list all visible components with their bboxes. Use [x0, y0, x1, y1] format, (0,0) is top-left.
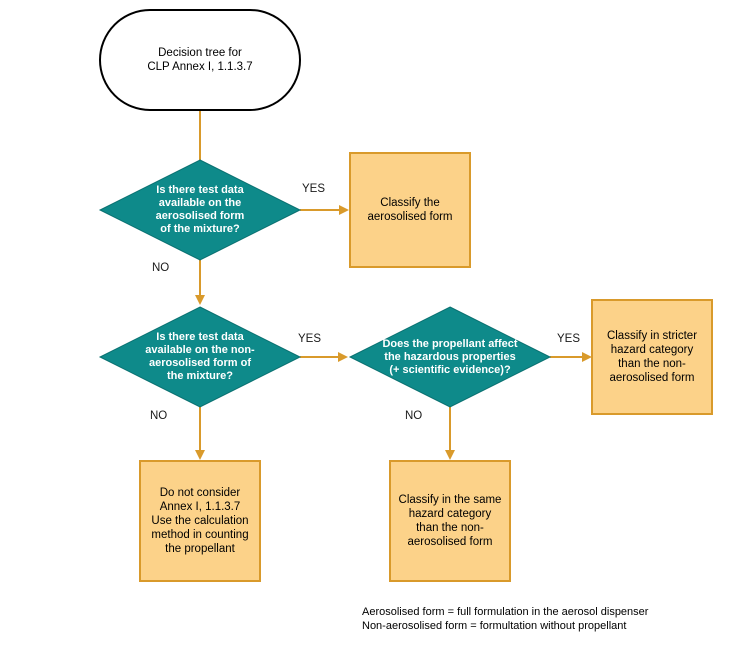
decision-aerosolised-test-data-text-line-4: of the mixture? — [160, 223, 240, 235]
box-do-not-consider-text-line-4: method in counting — [151, 529, 249, 541]
box-classify-same-text-line-4: aerosolised form — [407, 536, 493, 548]
decision-aerosolised-test-data-text-line-3: aerosolised form — [155, 210, 245, 222]
edge-label-no-3: NO — [405, 410, 423, 422]
legend-definitions: Aerosolised form = full formulation in t… — [362, 605, 648, 633]
box-do-not-consider-text-line-3: Use the calculation — [151, 515, 249, 527]
decision-propellant-affect — [348, 306, 552, 408]
box-classify-stricter-text-line-3: than the non- — [618, 358, 686, 370]
edge-label-yes-1: YES — [302, 183, 326, 195]
box-classify-aerosolised-text-line-1: Classify the — [380, 197, 440, 209]
decision-non-aerosolised-test-data-text-line-4: the mixture? — [166, 370, 233, 382]
decision-aerosolised-test-data — [98, 159, 302, 261]
box-classify-stricter-text-line-2: hazard category — [610, 344, 694, 356]
box-classify-same-text-line-2: hazard category — [408, 508, 492, 520]
decision-aerosolised-test-data-text-line-2: available on the — [158, 197, 242, 209]
box-classify-stricter-text-line-4: aerosolised form — [609, 372, 695, 384]
box-classify-aerosolised-text: Classify the aerosolised form — [350, 153, 470, 267]
decision-non-aerosolised-test-data-text-line-3: aerosolised form of — [148, 357, 252, 369]
box-classify-aerosolised-text-line-2: aerosolised form — [367, 211, 453, 223]
box-do-not-consider-text-line-1: Do not consider — [159, 487, 241, 499]
start-terminator-text-line-2: CLP Annex I, 1.1.3.7 — [147, 61, 253, 73]
decision-propellant-affect-text-line-2: the hazardous properties — [384, 350, 516, 363]
box-classify-same — [389, 460, 511, 582]
box-do-not-consider — [139, 460, 261, 582]
start-terminator — [99, 9, 301, 111]
box-do-not-consider-text-line-5: the propellant — [165, 543, 235, 555]
decision-non-aerosolised-test-data — [98, 306, 302, 408]
box-classify-same-text: Classify in the same hazard category than … — [390, 461, 510, 581]
start-terminator-text-line-1: Decision tree for — [158, 47, 242, 59]
decision-aerosolised-test-data-text-line-1: Is there test data — [156, 184, 244, 196]
edge-label-no-2: NO — [150, 410, 168, 422]
box-classify-same-text-line-3: than the non- — [416, 522, 484, 534]
legend-line-aerosolised: Aerosolised form = full formulation in t… — [362, 606, 649, 618]
box-classify-stricter-text: Classify in stricter hazard category than … — [592, 300, 712, 414]
box-classify-stricter-text-line-1: Classify in stricter — [606, 330, 698, 342]
decision-propellant-affect-text-line-1: Does the propellant affect — [382, 337, 518, 350]
legend-line-non-aerosolised: Non-aerosolised form = formultation with… — [362, 620, 627, 632]
box-classify-aerosolised — [349, 152, 471, 268]
edge-label-yes-3: YES — [557, 333, 581, 345]
box-classify-stricter — [591, 299, 713, 415]
decision-non-aerosolised-test-data-text-line-1: Is there test data — [156, 331, 244, 343]
decision-propellant-affect-text-line-3: (+ scientific evidence)? — [389, 363, 511, 376]
box-do-not-consider-text-line-2: Annex I, 1.1.3.7 — [159, 501, 241, 513]
box-classify-same-text-line-1: Classify in the same — [398, 494, 502, 506]
decision-non-aerosolised-test-data-text-line-2: available on the non- — [145, 344, 255, 356]
edge-label-no-1: NO — [152, 262, 170, 274]
edge-label-yes-2: YES — [298, 333, 322, 345]
